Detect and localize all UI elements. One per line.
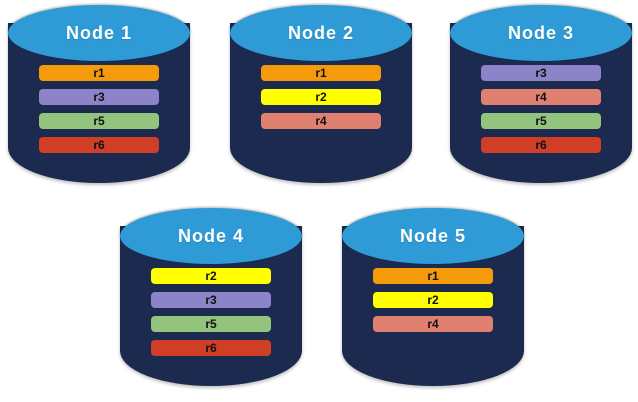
replica-bar[interactable]: r3 xyxy=(39,89,159,105)
database-node[interactable]: Node 4 r2 r3 r5 r6 xyxy=(120,208,302,386)
database-node[interactable]: Node 5 r1 r2 r4 xyxy=(342,208,524,386)
database-node[interactable]: Node 1 r1 r3 r5 r6 xyxy=(8,5,190,183)
replica-stack: r1 r3 r5 r6 xyxy=(8,65,190,153)
replica-bar[interactable]: r1 xyxy=(373,268,493,284)
replica-bar[interactable]: r6 xyxy=(39,137,159,153)
node-label: Node 3 xyxy=(507,22,574,43)
replica-bar[interactable]: r1 xyxy=(39,65,159,81)
cylinder-top-ellipse xyxy=(230,5,412,61)
replica-bar[interactable]: r3 xyxy=(481,65,601,81)
replica-bar[interactable]: r5 xyxy=(39,113,159,129)
replica-bar[interactable]: r5 xyxy=(151,316,271,332)
replica-bar[interactable]: r2 xyxy=(373,292,493,308)
database-node[interactable]: Node 3 r3 r4 r5 r6 xyxy=(450,5,632,183)
node-label: Node 2 xyxy=(287,22,354,43)
replica-stack: r1 r2 r4 xyxy=(230,65,412,129)
replica-bar[interactable]: r4 xyxy=(373,316,493,332)
node-label: Node 4 xyxy=(177,225,244,246)
replica-bar[interactable]: r2 xyxy=(151,268,271,284)
cylinder-top-ellipse xyxy=(342,208,524,264)
replica-bar[interactable]: r6 xyxy=(481,137,601,153)
node-label: Node 1 xyxy=(65,22,132,43)
replica-bar[interactable]: r4 xyxy=(481,89,601,105)
replica-stack: r3 r4 r5 r6 xyxy=(450,65,632,153)
database-node[interactable]: Node 2 r1 r2 r4 xyxy=(230,5,412,183)
replica-bar[interactable]: r3 xyxy=(151,292,271,308)
replica-stack: r1 r2 r4 xyxy=(342,268,524,332)
replica-bar[interactable]: r2 xyxy=(261,89,381,105)
replica-bar[interactable]: r5 xyxy=(481,113,601,129)
cylinder-top-ellipse xyxy=(450,5,632,61)
replica-bar[interactable]: r4 xyxy=(261,113,381,129)
replica-stack: r2 r3 r5 r6 xyxy=(120,268,302,356)
cylinder-top-ellipse xyxy=(8,5,190,61)
replica-bar[interactable]: r6 xyxy=(151,340,271,356)
replica-bar[interactable]: r1 xyxy=(261,65,381,81)
node-label: Node 5 xyxy=(399,225,466,246)
cylinder-top-ellipse xyxy=(120,208,302,264)
